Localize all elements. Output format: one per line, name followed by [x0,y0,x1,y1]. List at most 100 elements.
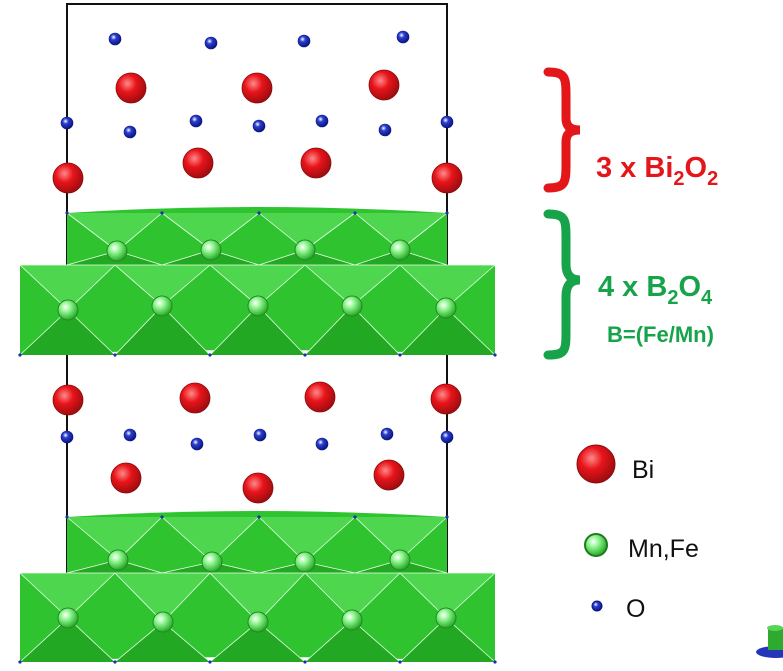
octahedron-face [20,310,115,355]
o-vertex [113,660,117,664]
octahedron-face [67,213,162,251]
octahedron-face [67,517,162,560]
mnfe-atom [107,549,129,571]
octahedral-layer-2 [18,511,497,664]
octahedron-face [20,265,115,310]
o-atom [396,30,410,44]
octahedron-face [210,573,305,622]
octahedron-face [210,306,305,355]
legend-bi-marker [576,444,616,484]
bi2o2-annotation: 3 x Bi2O2 [543,67,718,193]
mnfe-atom [57,607,79,629]
o-atom [204,36,218,50]
octahedron-edge [161,516,213,563]
o-atom [123,125,137,139]
o-atom [60,430,74,444]
o-vertex [65,211,69,215]
octahedral-band-upper [67,207,447,265]
o-vertex [257,515,261,519]
octahedron-edge [209,305,259,356]
o-vertex [208,353,212,357]
bi-atom [52,162,84,194]
o-vertex [18,353,22,357]
o-atom [108,32,122,46]
octahedron-edge [161,305,211,356]
o-vertex [493,660,497,664]
b2o4-annotation: 4 x B2O4 B=(Fe/Mn) [543,209,714,360]
octahedron-face [305,573,400,620]
octahedron-edge [19,264,69,311]
legend-o-label: O [626,595,645,623]
bi-atom [300,147,332,179]
b2o4-note: B=(Fe/Mn) [607,322,714,347]
o-vertex [445,211,449,215]
octahedron-edge [351,572,401,621]
octahedron-edge [445,617,496,663]
octahedron-face [305,620,400,662]
o-atom [297,34,311,48]
mnfe-atom [389,549,411,571]
octahedron-edge [304,305,353,356]
o-atom [253,428,267,442]
bi-atom [431,162,463,194]
o-atom [252,119,266,133]
octahedron-face [162,213,259,250]
octahedron-face [162,517,259,562]
mnfe-atom [247,295,269,317]
octahedron-face [400,573,495,618]
atoms-group [52,30,463,504]
mnfe-atom [151,295,173,317]
octahedron-edge [351,305,401,356]
octahedron-edge [67,572,116,619]
b2o4-brace [543,209,581,360]
octahedral-band-upper [67,511,447,573]
o-vertex [257,211,261,215]
octahedron-face [400,308,495,355]
bi-atom [430,383,462,415]
octahedron-edge [304,572,353,621]
octahedron-face [305,265,400,306]
octahedron-face [210,265,305,306]
octahedron-edge [257,305,306,356]
octahedron-edge [67,617,116,663]
octahedron-edge [67,264,116,311]
octahedron-edge [257,572,306,623]
octahedron-edge [399,307,447,356]
o-vertex [353,515,357,519]
octahedron-edge [66,516,119,561]
bi-atom [115,72,147,104]
octahedron-face [115,622,210,662]
o-atom [123,428,137,442]
legend-mnfe-label: Mn,Fe [628,535,699,563]
o-vertex [303,660,307,664]
mnfe-atom [106,240,128,262]
octahedron-edge [351,264,401,307]
o-vertex [65,515,69,519]
octahedron-edge [114,572,164,623]
o-vertex [398,353,402,357]
octahedron-edge [399,516,448,561]
octahedron-face [400,618,495,662]
octahedron-edge [67,309,116,356]
o-vertex [353,211,357,215]
mnfe-atom [435,607,457,629]
bi-atom [52,384,84,416]
o-vertex [18,660,22,664]
o-vertex [303,353,307,357]
octahedral-layer-1 [18,207,497,357]
o-atom [315,114,329,128]
mnfe-atom [247,611,269,633]
bi-atom [182,147,214,179]
octahedron-edge [445,264,496,309]
o-atom [380,427,394,441]
legend: Bi Mn,Fe O [576,444,699,623]
orientation-widget-icon [756,625,783,658]
o-atom [378,123,392,137]
bi2o2-label: 3 x Bi2O2 [596,152,718,190]
bi2o2-brace [543,67,581,193]
o-vertex [160,515,164,519]
mnfe-atom [341,609,363,631]
o-vertex [113,353,117,357]
octahedron-face [305,306,400,355]
octahedron-edge [445,307,496,356]
